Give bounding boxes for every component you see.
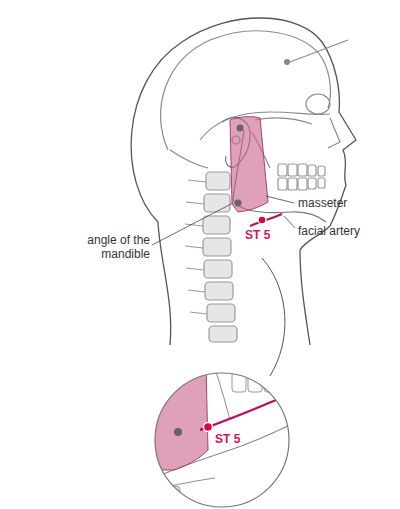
part-label: angle of the mandible bbox=[72, 233, 150, 261]
point-label: ST 5 bbox=[214, 432, 241, 446]
part-label: masseter bbox=[298, 196, 347, 210]
point-label: ST 5 bbox=[244, 228, 271, 242]
part-label: facial artery bbox=[298, 224, 360, 238]
